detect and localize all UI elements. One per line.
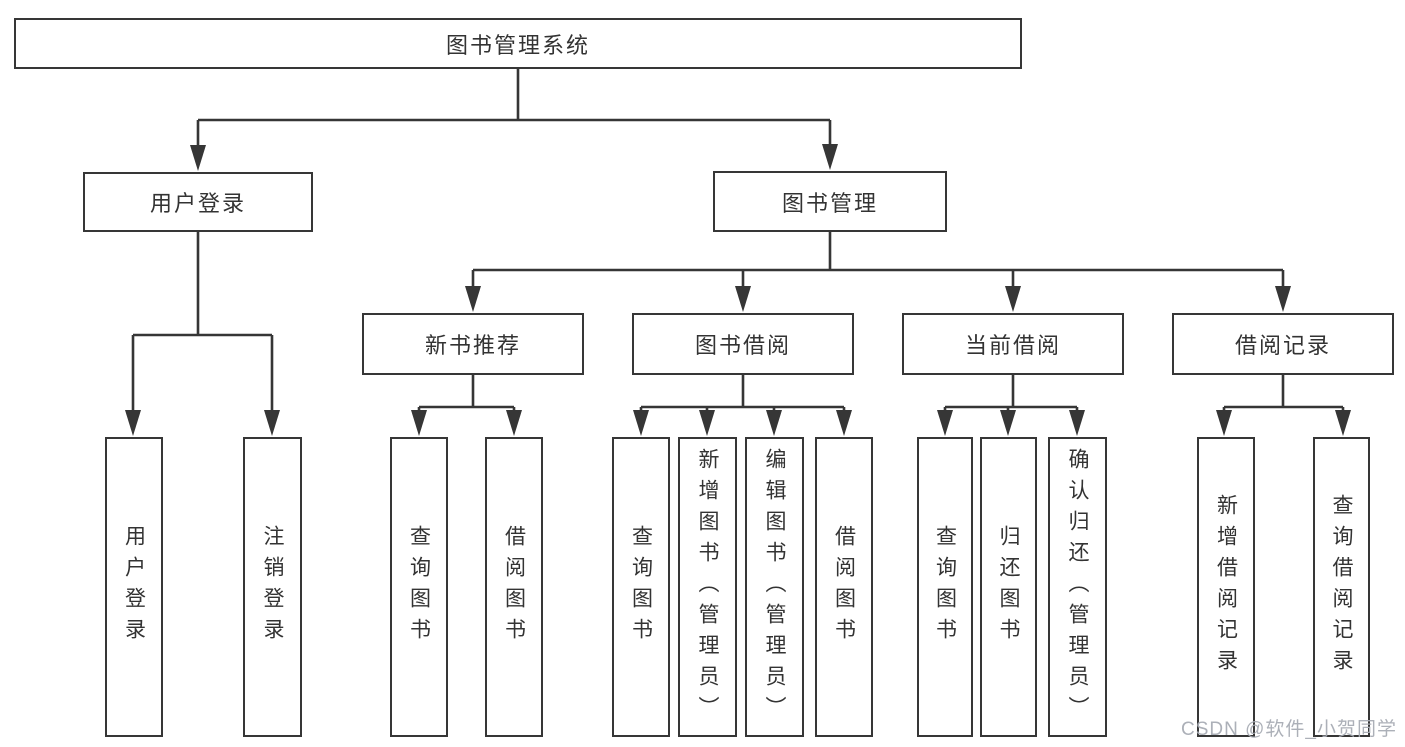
arrow-down-icon: [1000, 410, 1016, 436]
arrow-down-icon: [1069, 410, 1085, 436]
node-leaf-bb-edit-books-label: 编辑图书（管理员）: [763, 447, 786, 727]
node-leaf-cb-return-books-label: 归还图书: [997, 525, 1020, 649]
node-leaf-login: 用户登录: [105, 437, 163, 737]
arrow-down-icon: [822, 144, 838, 170]
node-borrow-records-label: 借阅记录: [1234, 333, 1331, 358]
arrow-down-icon: [125, 410, 141, 436]
arrow-down-icon: [465, 286, 481, 312]
arrow-down-icon: [937, 410, 953, 436]
arrow-down-icon: [506, 410, 522, 436]
arrow-down-icon: [836, 410, 852, 436]
node-book-management: 图书管理: [713, 171, 947, 232]
watermark: CSDN @软件_小贺同学: [1181, 719, 1397, 740]
node-new-book-recommend: 新书推荐: [362, 313, 584, 375]
edge-bookmgmt-to-level3: [471, 232, 1285, 293]
arrow-down-icon: [766, 410, 782, 436]
node-leaf-nr-query-books: 查询图书: [390, 437, 448, 737]
node-leaf-bb-borrow-books: 借阅图书: [815, 437, 873, 737]
node-leaf-br-query-record-label: 查询借阅记录: [1330, 494, 1353, 680]
node-leaf-cb-confirm-return-label: 确认归还（管理员）: [1066, 447, 1089, 727]
arrow-down-icon: [735, 286, 751, 312]
node-book-management-label: 图书管理: [781, 190, 878, 216]
node-leaf-cb-query-books-label: 查询图书: [933, 525, 957, 649]
node-book-borrow-label: 图书借阅: [694, 333, 791, 358]
arrow-down-icons: [125, 144, 1351, 436]
edge-records-to-leaves: [1222, 375, 1345, 417]
node-leaf-bb-query-books: 查询图书: [612, 437, 670, 737]
edge-newbookrec-to-leaves: [417, 375, 516, 417]
node-leaf-nr-borrow-books-label: 借阅图书: [502, 525, 526, 649]
node-root: 图书管理系统: [14, 18, 1022, 69]
arrow-down-icon: [264, 410, 280, 436]
arrow-down-icon: [633, 410, 649, 436]
node-leaf-bb-add-books-label: 新增图书（管理员）: [696, 447, 719, 727]
node-current-borrow: 当前借阅: [902, 313, 1124, 375]
arrow-down-icon: [1005, 286, 1021, 312]
node-leaf-login-label: 用户登录: [122, 525, 146, 649]
node-leaf-br-add-record: 新增借阅记录: [1197, 437, 1255, 737]
node-leaf-logout: 注销登录: [243, 437, 302, 737]
node-leaf-cb-return-books: 归还图书: [980, 437, 1037, 737]
arrow-down-icon: [699, 410, 715, 436]
arrow-down-icon: [411, 410, 427, 436]
arrow-down-icon: [1275, 286, 1291, 312]
arrow-down-icon: [1216, 410, 1232, 436]
node-root-label: 图书管理系统: [445, 32, 590, 58]
node-leaf-nr-borrow-books: 借阅图书: [485, 437, 543, 737]
node-leaf-bb-borrow-books-label: 借阅图书: [832, 525, 856, 649]
node-leaf-br-add-record-label: 新增借阅记录: [1214, 494, 1238, 680]
edge-bookborrow-to-leaves: [639, 375, 846, 417]
tree-edges: [131, 69, 1345, 417]
node-leaf-bb-add-books: 新增图书（管理员）: [678, 437, 737, 737]
node-leaf-nr-query-books-label: 查询图书: [407, 525, 431, 649]
node-leaf-cb-query-books: 查询图书: [917, 437, 973, 737]
node-leaf-logout-label: 注销登录: [261, 525, 284, 649]
node-user-login: 用户登录: [83, 172, 313, 232]
edge-root-to-level2: [196, 69, 832, 152]
node-borrow-records: 借阅记录: [1172, 313, 1394, 375]
node-leaf-br-query-record: 查询借阅记录: [1313, 437, 1370, 737]
node-new-book-recommend-label: 新书推荐: [424, 333, 521, 358]
node-current-borrow-label: 当前借阅: [964, 333, 1061, 358]
arrow-down-icon: [190, 145, 206, 171]
node-user-login-label: 用户登录: [149, 191, 246, 216]
node-book-borrow: 图书借阅: [632, 313, 854, 375]
node-leaf-cb-confirm-return: 确认归还（管理员）: [1048, 437, 1107, 737]
edge-userlogin-to-leaves: [131, 232, 274, 417]
arrow-down-icon: [1335, 410, 1351, 436]
node-leaf-bb-query-books-label: 查询图书: [629, 525, 653, 649]
node-leaf-bb-edit-books: 编辑图书（管理员）: [745, 437, 804, 737]
